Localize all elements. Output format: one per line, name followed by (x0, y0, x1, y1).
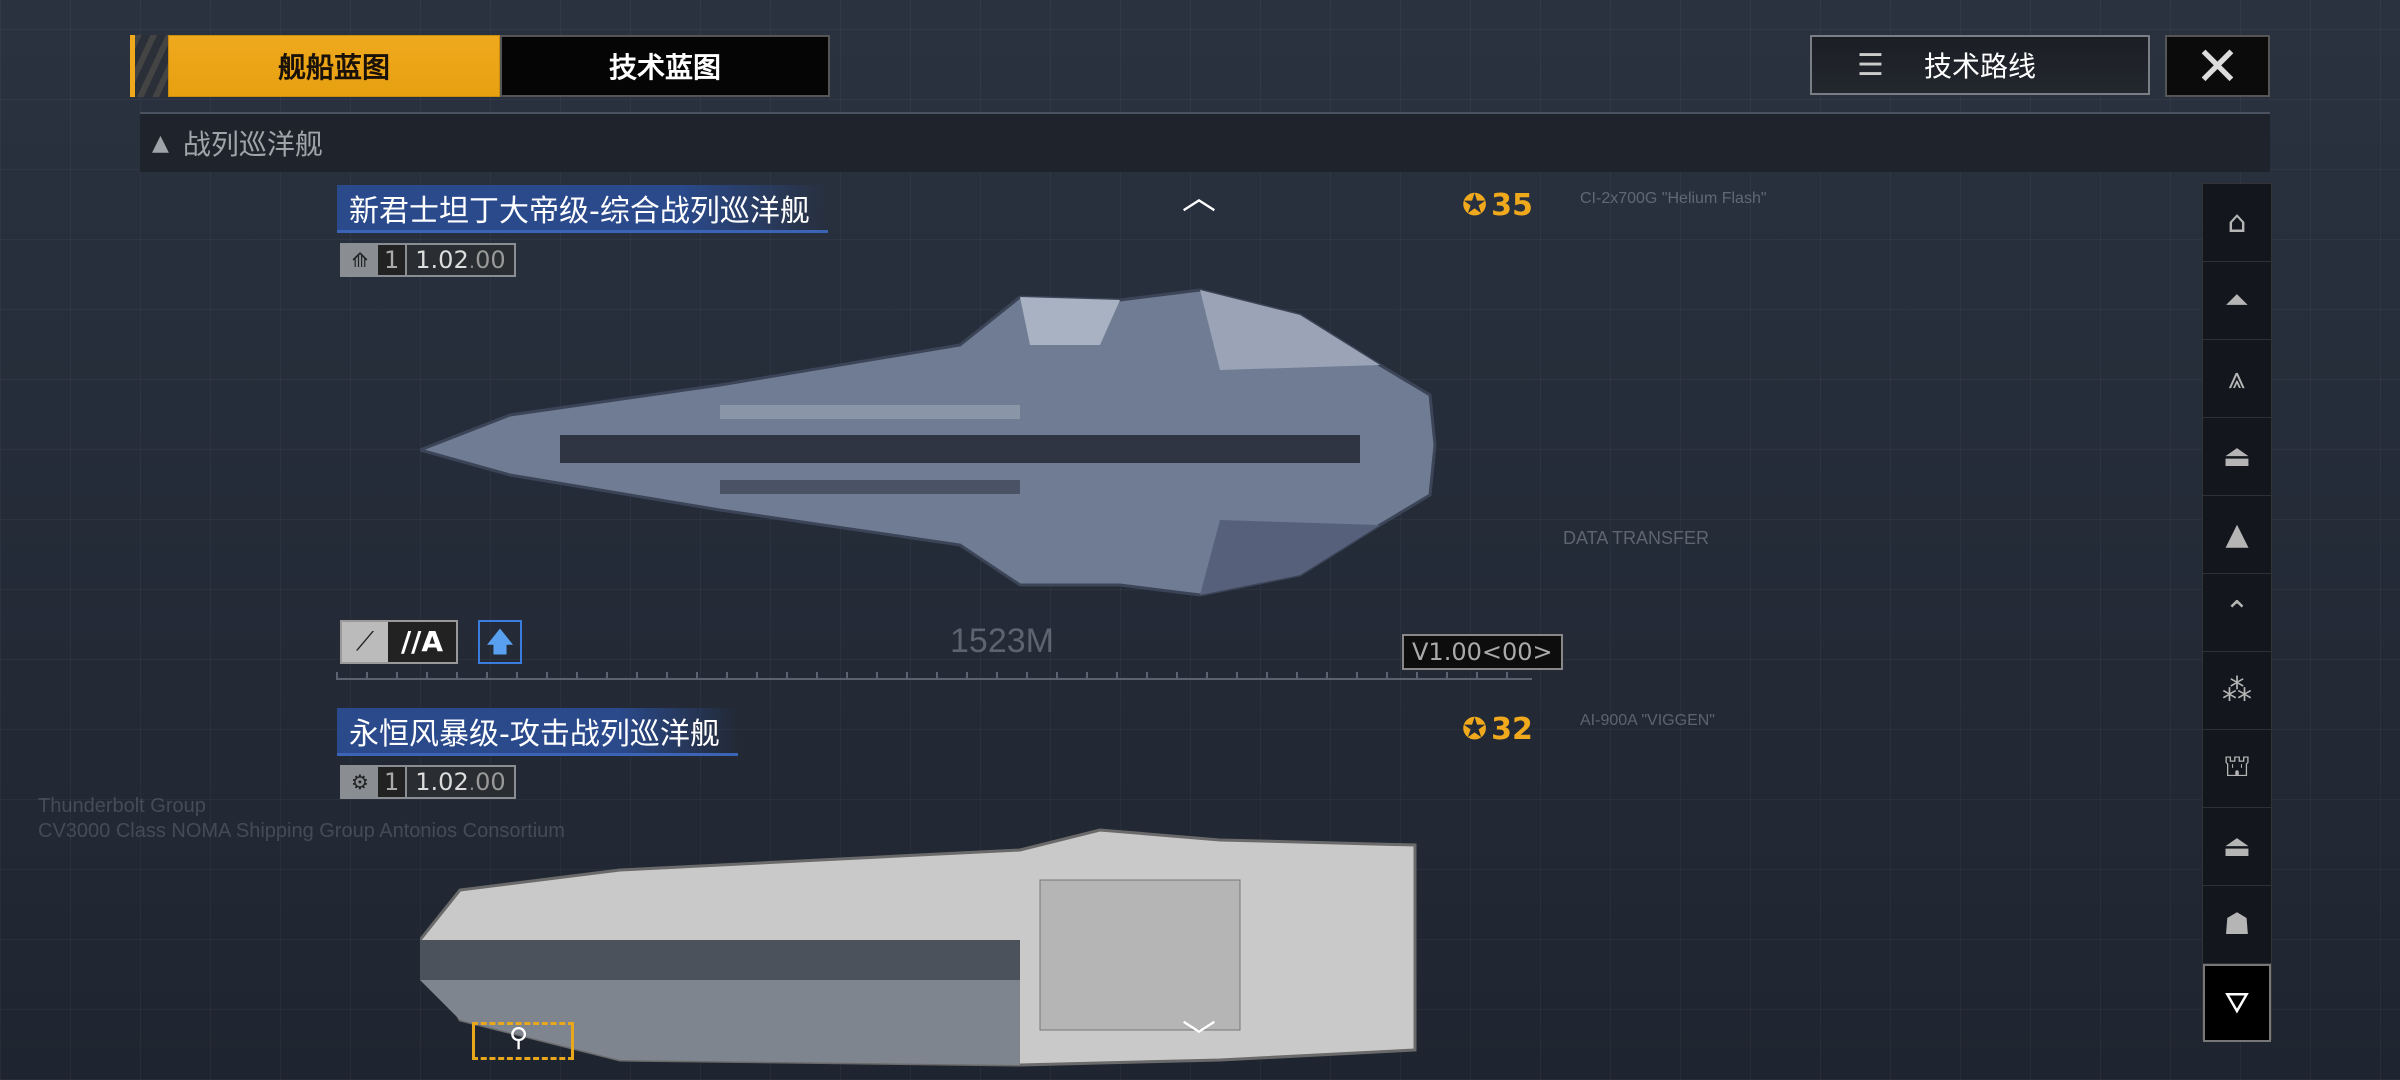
ship-level: ✪35 (1462, 188, 1533, 223)
sidebar-item-outpost[interactable]: ⌂ (2203, 184, 2271, 262)
watermark-text: Thunderbolt Group (38, 795, 206, 817)
tech-route-button[interactable]: ☰ 技术路线 (1810, 35, 2150, 95)
rank-star-icon: ✪ (1462, 188, 1488, 223)
ship-title[interactable]: 新君士坦丁大帝级-综合战列巡洋舰 (337, 185, 828, 233)
category-header: ▲ 战列巡洋舰 (140, 112, 2270, 172)
tab-stripe-decoration (130, 35, 168, 97)
ship-count: 1 (378, 245, 406, 275)
ship-grade: //A (388, 622, 456, 662)
ship-version-badge: ⟰ 1 1.02.00 (340, 243, 516, 277)
corvette-icon: ⌃ (2224, 595, 2250, 630)
blueprint-label: AI-900A "VIGGEN" (1580, 712, 1715, 729)
ship-class-icon: ⚙ (351, 770, 369, 794)
ship-count: 1 (378, 767, 406, 797)
scroll-down-chevron[interactable]: ﹀ (1182, 1018, 1216, 1058)
frigate-icon: ▲ (2225, 517, 2249, 552)
sidebar-item-auxiliary[interactable]: ⏏ (2203, 808, 2271, 886)
rank-star-icon: ✪ (1462, 712, 1488, 747)
outpost-icon: ⌂ (2227, 205, 2247, 240)
battlecruiser-icon: ▲ (152, 130, 169, 156)
cruiser-icon: ⩓ (2228, 361, 2246, 396)
tab-tech-blueprint[interactable]: 技术蓝图 (500, 35, 830, 97)
tree-list-icon: ☰ (1857, 47, 1884, 83)
sidebar-item-filter[interactable]: ⛛ (2203, 964, 2271, 1042)
upgrade-button[interactable]: 🡅 (478, 620, 522, 664)
blueprint-label: DATA TRANSFER (1563, 528, 1710, 548)
ship-title[interactable]: 永恒风暴级-攻击战列巡洋舰 (337, 708, 738, 756)
inspect-frame[interactable]: ⚲ (472, 1022, 574, 1060)
filter-icon: ⛛ (2224, 985, 2250, 1021)
sidebar-item-battlecruiser[interactable]: ⏶ (2203, 262, 2271, 340)
model-version: V1.00<00> (1402, 634, 1563, 670)
ship-image-attack-battlecruiser[interactable] (420, 820, 1430, 1080)
category-title: 战列巡洋舰 (182, 128, 323, 161)
ship-role-badge: ⟋ //A (340, 620, 458, 664)
battlecruiser-icon: ⏶ (2225, 283, 2249, 318)
auxiliary-icon: ⏏ (2222, 829, 2252, 864)
sidebar-item-cruiser[interactable]: ⩓ (2203, 340, 2271, 418)
sidebar-item-destroyer[interactable]: ⏏ (2203, 418, 2271, 496)
sidebar-item-corvette[interactable]: ⌃ (2203, 574, 2271, 652)
sidebar-item-fighter[interactable]: ⁂ (2203, 652, 2271, 730)
arrow-up-icon: 🡅 (485, 625, 515, 658)
ship-level: ✪32 (1462, 712, 1533, 747)
ship-version-badge: ⚙ 1 1.02.00 (340, 765, 516, 799)
watermark-text: CV3000 Class NOMA Shipping Group Antonio… (38, 820, 565, 842)
ruler-line (336, 672, 1532, 680)
fighter-group-icon: ⁂ (2222, 673, 2252, 708)
ship-class-sidebar: ⌂ ⏶ ⩓ ⏏ ▲ ⌃ ⁂ ⛫ ⏏ ☗ ⛛ (2202, 183, 2272, 1042)
magnifier-icon: ⚲ (509, 1023, 529, 1053)
support-icon: ☗ (2223, 907, 2251, 942)
destroyer-icon: ⏏ (2222, 439, 2252, 474)
sidebar-item-carrier[interactable]: ⛫ (2203, 730, 2271, 808)
ship-class-icon: ⟰ (351, 248, 369, 272)
tab-ship-blueprint[interactable]: 舰船蓝图 (168, 35, 500, 97)
scroll-up-chevron[interactable]: ︿ (1182, 178, 1216, 218)
ship-version: 1.02.00 (407, 245, 514, 275)
sidebar-item-support[interactable]: ☗ (2203, 886, 2271, 964)
sidebar-item-frigate[interactable]: ▲ (2203, 496, 2271, 574)
ship-length: 1523M (950, 622, 1054, 660)
assault-icon: ⟋ (342, 622, 388, 662)
close-icon: ✕ (2194, 34, 2241, 98)
ship-version: 1.02.00 (407, 767, 514, 797)
close-button[interactable]: ✕ (2165, 34, 2270, 98)
carrier-icon: ⛫ (2223, 749, 2251, 784)
blueprint-label: CI-2x700G "Helium Flash" (1580, 190, 1767, 207)
ship-image-battlecruiser[interactable] (420, 285, 1450, 605)
tech-route-label: 技术路线 (1923, 50, 2036, 83)
